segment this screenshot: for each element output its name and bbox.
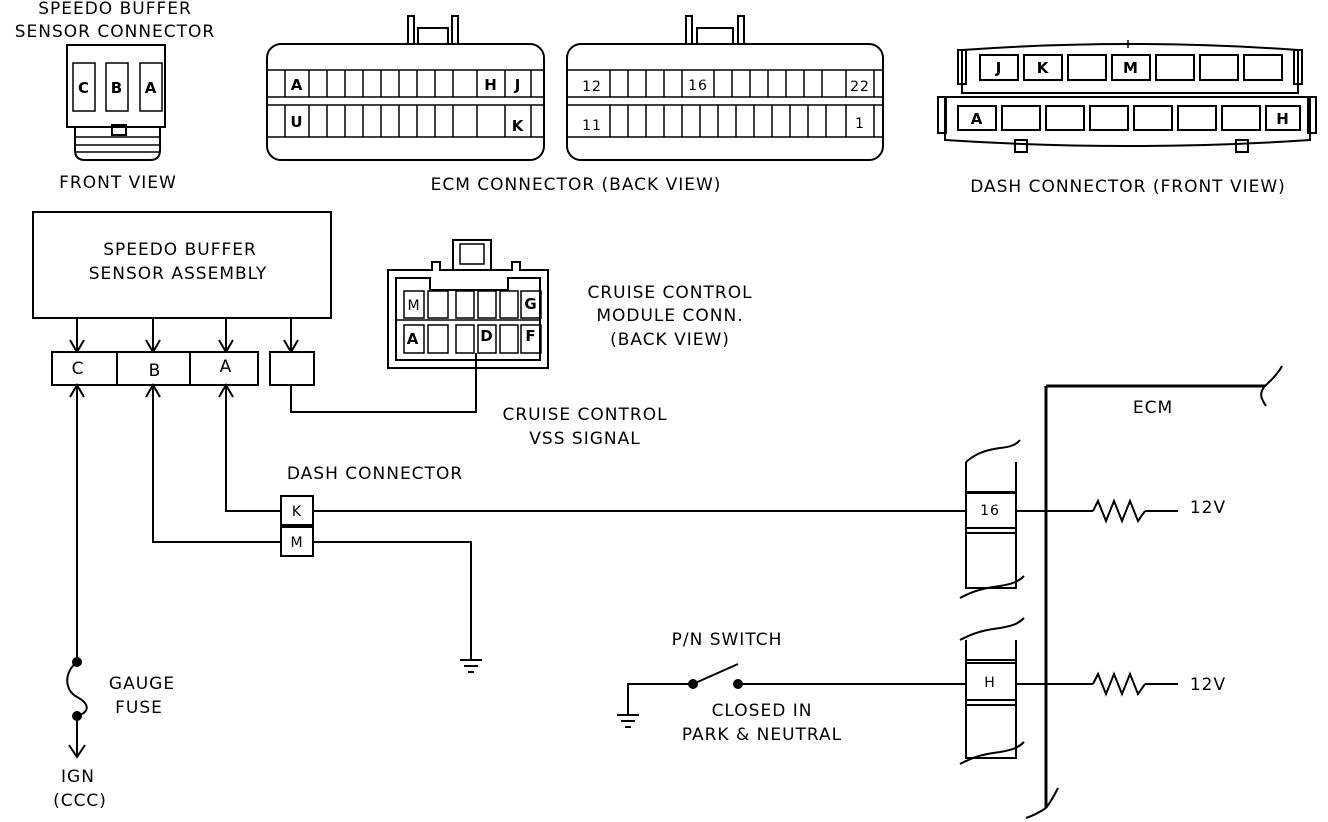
cruise-pin-g: G — [524, 295, 537, 313]
ecm-pin-16: 16 — [688, 78, 708, 94]
speedo-connector-title-line2: SENSOR CONNECTOR — [15, 22, 216, 42]
speedo-front-pin-b: B — [111, 79, 123, 97]
dash-pin-k: K — [1037, 59, 1050, 77]
ecm-pin-12: 12 — [582, 79, 602, 95]
speedo-buffer-sensor-assembly: SPEEDO BUFFER SENSOR ASSEMBLY C B A — [32, 211, 332, 386]
ecm-pin-a: A — [291, 76, 304, 94]
assembly-title-line2: SENSOR ASSEMBLY — [89, 264, 268, 284]
ccc-label: (CCC) — [53, 791, 107, 811]
ecm-pin-22: 22 — [850, 79, 870, 95]
vss-signal-wire: CRUISE CONTROL VSS SIGNAL — [290, 353, 667, 449]
speedo-connector-front-view: SPEEDO BUFFER SENSOR CONNECTOR C B A FRO… — [15, 0, 216, 193]
ecm-pin-j: J — [514, 76, 522, 94]
park-neutral-switch: P/N SWITCH CLOSED IN PARK & NEUTRAL — [617, 630, 966, 745]
speedo-connector-title-line1: SPEEDO BUFFER — [38, 0, 192, 19]
terminal-b: B — [149, 361, 162, 381]
dash-wire-pin-k: K — [292, 504, 302, 520]
assembly-title-line1: SPEEDO BUFFER — [103, 240, 257, 260]
ecm-pin-h: H — [484, 76, 498, 94]
terminal-c: C — [72, 359, 85, 379]
front-view-label: FRONT VIEW — [59, 173, 177, 193]
ecm-block: ECM 16 H 12V 12V — [959, 365, 1283, 819]
dash-pin-m: M — [1123, 59, 1139, 77]
ecm-pin-k: K — [512, 117, 525, 135]
cruise-conn-label-line1: CRUISE CONTROL — [587, 283, 752, 303]
ecm-wire-pin-16: 16 — [980, 503, 1000, 519]
terminal-a: A — [220, 357, 233, 377]
vss-label-line2: VSS SIGNAL — [529, 429, 640, 449]
dash-wire-pin-m: M — [290, 535, 303, 551]
dash-connector-front-label: DASH CONNECTOR (FRONT VIEW) — [970, 177, 1286, 197]
voltage-label-1: 12V — [1190, 498, 1226, 518]
ignition-feed: GAUGE FUSE IGN (CCC) — [53, 383, 175, 811]
cruise-conn-label-line2: MODULE CONN. — [596, 306, 743, 326]
pn-switch-label: P/N SWITCH — [672, 630, 783, 650]
cruise-conn-label-line3: (BACK VIEW) — [610, 330, 730, 350]
park-neutral-label: PARK & NEUTRAL — [682, 725, 842, 745]
dash-pin-a: A — [971, 110, 984, 128]
ecm-connector-back-view: A H J U K 12 16 22 11 1 ECM CONNECTOR (B… — [266, 15, 884, 195]
dash-pin-h: H — [1276, 110, 1290, 128]
cruise-pin-d: D — [480, 327, 493, 345]
cruise-pin-m: M — [407, 298, 420, 314]
speedo-front-pin-a: A — [145, 79, 158, 97]
fuse-label: FUSE — [115, 698, 163, 718]
dash-connector-wiring: DASH CONNECTOR K M — [145, 383, 966, 673]
cruise-control-module-connector: M G A D F CRUISE CONTROL MODULE CONN. (B… — [387, 239, 752, 369]
speedo-front-pin-c: C — [78, 79, 90, 97]
ign-label: IGN — [61, 767, 95, 787]
ecm-pin-1: 1 — [855, 116, 865, 132]
dash-connector-front-view: J K M A H DASH CONNECTOR (FRONT VIEW) — [937, 40, 1317, 197]
ecm-right-cavities — [609, 70, 875, 137]
voltage-label-2: 12V — [1190, 675, 1226, 695]
ecm-connector-label: ECM CONNECTOR (BACK VIEW) — [431, 175, 722, 195]
ecm-pin-u: U — [290, 113, 303, 131]
gauge-label: GAUGE — [109, 674, 175, 694]
vss-label-line1: CRUISE CONTROL — [502, 405, 667, 425]
cruise-pin-a: A — [407, 330, 420, 348]
closed-in-label: CLOSED IN — [712, 701, 813, 721]
ecm-pin-11: 11 — [582, 118, 602, 134]
dash-connector-label: DASH CONNECTOR — [287, 464, 463, 484]
ecm-left-cavities — [284, 70, 532, 137]
dash-pin-j: J — [995, 59, 1003, 77]
ecm-wire-pin-h: H — [984, 675, 996, 691]
ecm-label: ECM — [1133, 398, 1173, 418]
cruise-pin-f: F — [525, 327, 536, 345]
